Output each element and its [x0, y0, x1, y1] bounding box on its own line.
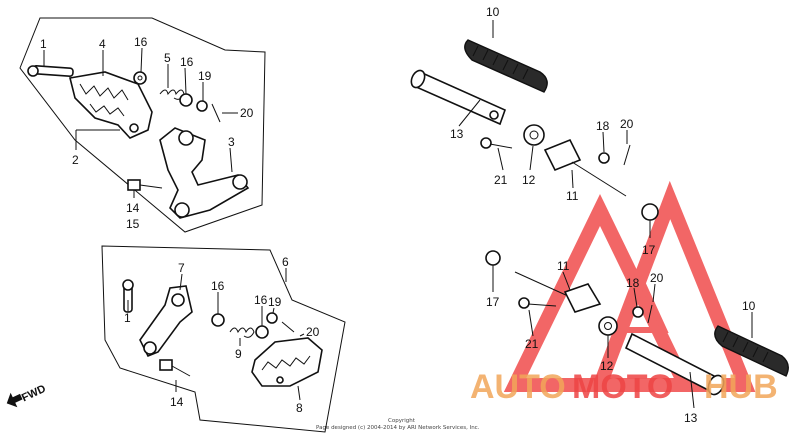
cotter-pin-part — [281, 321, 295, 333]
label-part-12: 12 — [600, 359, 614, 373]
pin-part — [122, 279, 134, 313]
watermark-auto: AUTO — [470, 368, 566, 406]
washer-part — [179, 93, 193, 107]
label-part-15: 15 — [126, 217, 140, 231]
watermark-hub: HUB — [704, 368, 778, 406]
label-part-20: 20 — [620, 117, 634, 131]
label-part-20: 20 — [650, 271, 664, 285]
spring-part — [229, 327, 255, 338]
label-part-14: 14 — [170, 395, 184, 409]
washer-part — [598, 316, 618, 336]
peg-tube-part — [624, 332, 725, 396]
label-part-20: 20 — [240, 106, 254, 120]
fwd-label: FWD — [20, 383, 48, 404]
footpeg-part — [69, 71, 153, 139]
label-part-19: 19 — [268, 295, 282, 309]
nut-part — [485, 250, 501, 266]
label-part-12: 12 — [522, 173, 536, 187]
washer-part — [598, 152, 610, 164]
copyright-title: Copyright — [388, 418, 416, 424]
label-part-20: 20 — [306, 325, 320, 339]
bolt-part — [127, 179, 163, 191]
footpeg-part — [251, 337, 323, 387]
cotter-pin-part — [623, 144, 631, 166]
label-part-8: 8 — [296, 401, 303, 415]
watermark-triangle-inner — [613, 275, 669, 333]
grip-rubber-part — [464, 39, 548, 93]
label-part-14: 14 — [126, 201, 140, 215]
label-part-5: 5 — [164, 51, 171, 65]
label-part-16: 16 — [254, 293, 268, 307]
upper-left-outline — [19, 17, 266, 233]
label-part-18: 18 — [626, 276, 640, 290]
lower-right-assembly: 17 11 17 18 20 10 21 12 13 — [485, 203, 789, 425]
label-part-2: 2 — [72, 153, 79, 167]
label-part-17: 17 — [486, 295, 500, 309]
washer-part — [211, 313, 225, 327]
label-part-13: 13 — [450, 127, 464, 141]
washer-part — [133, 71, 147, 85]
bolt-part — [159, 359, 191, 377]
washer-part — [632, 306, 644, 318]
bracket-part — [139, 285, 193, 358]
label-part-16: 16 — [211, 279, 225, 293]
label-part-6: 6 — [282, 255, 289, 269]
label-part-17: 17 — [642, 243, 656, 257]
label-part-18: 18 — [596, 119, 610, 133]
label-part-10: 10 — [742, 299, 756, 313]
upper-right-assembly: 10 13 18 20 21 12 11 — [410, 5, 634, 203]
peg-tube-part — [410, 69, 507, 126]
label-part-4: 4 — [99, 37, 106, 51]
fwd-arrow: FWD — [6, 383, 48, 408]
bracket-part — [159, 127, 250, 219]
washer-part — [266, 312, 278, 324]
label-part-16: 16 — [134, 35, 148, 49]
label-part-9: 9 — [235, 347, 242, 361]
label-part-3: 3 — [228, 135, 235, 149]
label-part-10: 10 — [486, 5, 500, 19]
label-part-19: 19 — [198, 69, 212, 83]
nut-part — [641, 203, 659, 221]
label-part-21: 21 — [525, 337, 539, 351]
cotter-pin-part — [211, 103, 221, 123]
label-part-21: 21 — [494, 173, 508, 187]
pin-part — [27, 65, 74, 77]
label-part-13: 13 — [684, 411, 698, 425]
grip-rubber-part — [714, 325, 789, 377]
label-part-16: 16 — [180, 55, 194, 69]
watermark-text: AUTO MOTO HUB — [470, 368, 778, 406]
clevis-pin-part — [480, 137, 513, 149]
holder-part — [543, 138, 627, 197]
label-part-1: 1 — [124, 311, 131, 325]
lower-left-assembly: 6 7 1 16 16 19 20 9 14 8 — [101, 245, 346, 433]
washer-part — [196, 100, 208, 112]
holder-part — [514, 271, 602, 313]
copyright-notice: Page designed (c) 2004-2014 by ARI Netwo… — [316, 425, 480, 431]
washer-part — [523, 124, 545, 146]
washer-part — [255, 325, 269, 339]
upper-left-assembly: 1 4 16 5 16 19 20 2 3 14 15 — [19, 17, 266, 233]
label-part-7: 7 — [178, 261, 185, 275]
lower-left-outline — [101, 245, 346, 433]
clevis-pin-part — [518, 297, 557, 309]
watermark-logo — [503, 180, 756, 392]
label-part-11: 11 — [566, 189, 579, 203]
cotter-pin-part — [647, 304, 653, 324]
label-part-11: 11 — [557, 259, 570, 273]
watermark-moto: MOTO — [572, 368, 673, 406]
label-part-1: 1 — [40, 37, 47, 51]
